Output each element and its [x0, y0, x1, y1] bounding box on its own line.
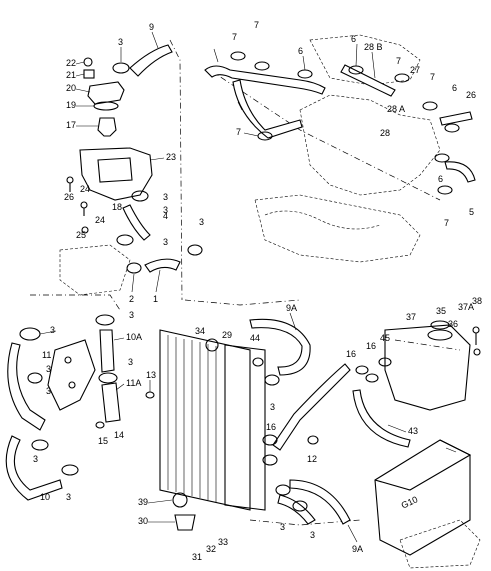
callout-3: 3: [118, 37, 123, 47]
callout-3: 3: [163, 237, 168, 247]
coolant-container: G10: [374, 439, 481, 569]
callout-28b: 28 A: [387, 104, 405, 114]
callout-7: 7: [232, 32, 237, 42]
callout-25: 25: [76, 230, 86, 240]
callout-6: 6: [438, 174, 443, 184]
callout-28a: 28: [380, 128, 390, 138]
assembly-lines: [30, 39, 461, 526]
callout-3: 3: [46, 386, 51, 396]
callout-6: 6: [298, 46, 303, 56]
callout-22: 22: [66, 58, 76, 68]
callout-10: 10A: [126, 332, 142, 342]
callout-3: 3: [199, 217, 204, 227]
callout-1: 1: [153, 294, 158, 304]
callout-4: 4: [163, 211, 168, 221]
hoses: [5, 44, 476, 525]
callout-7: 7: [430, 72, 435, 82]
mounting-bracket: [47, 339, 96, 411]
callout-3: 3: [50, 325, 55, 335]
callout-42: 45: [380, 333, 390, 343]
callout-3: 3: [163, 192, 168, 202]
callout-3: 3: [46, 364, 51, 374]
callout-21: 21: [66, 70, 76, 80]
callout-3: 3: [163, 205, 168, 215]
callout-33: 32: [206, 544, 216, 554]
callout-29: 28 B: [364, 42, 383, 52]
callout-34: 33: [218, 537, 228, 547]
callout-11a: 12: [307, 454, 317, 464]
callout-18: 18: [112, 202, 122, 212]
callout-3: 3: [280, 522, 285, 532]
callout-37: 35: [436, 306, 446, 316]
radiator-fins: [167, 335, 217, 502]
callout-7: 7: [444, 218, 449, 228]
callout-35: 34: [195, 326, 205, 336]
callout-12: 13: [146, 370, 156, 380]
callout-3: 3: [66, 492, 71, 502]
callout-17: 17: [66, 120, 76, 130]
callout-26: 26: [64, 192, 74, 202]
callout-labels: 9 3 22 21 20 19 17 23 24 26 18 3 3 24 4 …: [33, 20, 482, 562]
callout-14: 15: [98, 436, 108, 446]
callout-37a: 36: [448, 319, 458, 329]
callout-3: 3: [33, 454, 38, 464]
callout-7: 7: [396, 56, 401, 66]
callout-3: 3: [270, 402, 275, 412]
callout-38: 37: [406, 312, 416, 322]
callout-41: 43: [408, 426, 418, 436]
callout-27: 26: [466, 90, 476, 100]
callout-36: 39: [138, 497, 148, 507]
hose-clamps: [19, 51, 460, 512]
callout-7: 7: [236, 127, 241, 137]
engine-outline: [254, 34, 441, 263]
callout-23: 23: [166, 152, 176, 162]
callout-24: 24: [80, 184, 90, 194]
thermostat-housing: [59, 57, 153, 296]
callout-5: 5: [469, 207, 474, 217]
callout-30: 29: [222, 330, 232, 340]
callout-6: 6: [351, 34, 356, 44]
callout-8: 9A: [286, 303, 297, 313]
callout-31: 30: [138, 516, 148, 526]
callout-39: 37A: [458, 302, 474, 312]
callout-7: 7: [254, 20, 259, 30]
leader-lines: [39, 31, 457, 543]
callout-9: 9A: [352, 544, 363, 554]
callout-11: 11A: [126, 378, 141, 388]
callout-15: 16: [346, 349, 356, 359]
callout-16: 16: [366, 341, 376, 351]
callout-32: 31: [192, 552, 202, 562]
callout-3: 3: [129, 310, 134, 320]
radiator: [159, 329, 266, 531]
callout-9a: 10: [40, 492, 50, 502]
callout-24: 24: [95, 215, 105, 225]
callout-10a: 11: [42, 350, 51, 360]
reservoir-marking: G10: [400, 494, 420, 510]
callout-40: 38: [472, 296, 482, 306]
callout-13: 14: [114, 430, 124, 440]
callout-16: 16: [266, 422, 276, 432]
callout-20: 20: [66, 83, 76, 93]
callout-8: 9: [149, 22, 154, 32]
callout-3: 3: [310, 530, 315, 540]
callout-2: 2: [129, 294, 134, 304]
callout-3: 3: [128, 357, 133, 367]
callout-42: 44: [250, 333, 260, 343]
callout-6: 6: [452, 83, 457, 93]
callout-19: 19: [66, 100, 76, 110]
expansion-reservoir: [384, 320, 481, 411]
callout-28: 27: [410, 65, 420, 75]
